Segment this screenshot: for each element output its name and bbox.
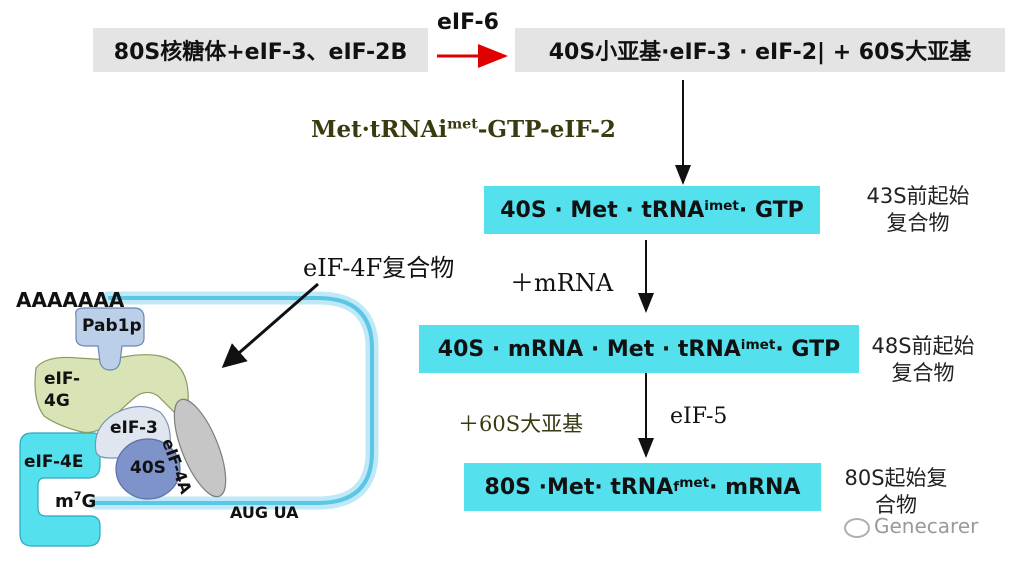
label-48s-line1: 48S前起始: [871, 334, 975, 358]
m7g-sup: 7: [73, 490, 82, 503]
ribosome-40s-label: 40S: [130, 458, 166, 478]
met-trna-gtp-eif2-label: Met·tRNAimet-GTP-eIF-2: [311, 116, 616, 143]
pab1p-label: Pab1p: [82, 316, 142, 336]
eif6-label: eIF-6: [437, 10, 499, 35]
complex-80s-main: 80S ·Met· tRNA: [484, 474, 674, 500]
m7g-cap-label: m7G: [55, 490, 96, 512]
complex-48s-sup: imet: [740, 337, 776, 353]
eif4g-line1: eIF-: [44, 369, 81, 389]
eif4g-shape: [34, 354, 189, 434]
subunits-text: 40S小亚基·eIF-3 · eIF-2| + 60S大亚基: [548, 40, 972, 65]
complex-43s-tail: · GTP: [738, 197, 804, 223]
eif4f-pointer-arrow: [221, 282, 319, 368]
complex-48s-main: 40S · mRNA · Met · tRNA: [437, 336, 741, 362]
label-80s: 80S起始复 合物: [826, 465, 966, 519]
complex-80s-sub: f: [673, 479, 680, 495]
watermark: Genecarer: [844, 514, 978, 538]
polya-tail-label: AAAAAAA: [16, 288, 125, 312]
complex-80s-sup: met: [679, 475, 710, 491]
eif4g-line2: 4G: [44, 391, 70, 411]
ribosome-80s-text: 80S核糖体+eIF-3、eIF-2B: [113, 40, 408, 65]
label-43s: 43S前起始 复合物: [848, 183, 988, 237]
label-48s-line2: 复合物: [891, 361, 955, 385]
label-80s-line2: 合物: [875, 493, 917, 517]
aug-ua-label: AUG UA: [230, 503, 299, 522]
ribosome-40s-shape: [115, 438, 181, 500]
complex-80s-tail: · mRNA: [709, 474, 801, 500]
m7g-main: m: [55, 491, 74, 512]
subunits-box: 40S小亚基·eIF-3 · eIF-2| + 60S大亚基: [515, 28, 1005, 72]
eif5-label: eIF-5: [670, 404, 728, 429]
eif4a-shape: [173, 398, 227, 498]
complex-43s-sup: imet: [704, 198, 739, 214]
label-80s-line1: 80S起始复: [844, 466, 948, 490]
mrna-loop: [95, 296, 374, 505]
label-43s-line2: 复合物: [886, 211, 950, 235]
eif4g-label: eIF- 4G: [44, 368, 80, 412]
ribosome-80s-box: 80S核糖体+eIF-3、eIF-2B: [93, 28, 428, 72]
eif4e-label: eIF-4E: [24, 452, 84, 472]
eif3-label: eIF-3: [110, 418, 158, 438]
complex-43s-main: 40S · Met · tRNA: [500, 197, 705, 223]
label-43s-line1: 43S前起始: [866, 184, 970, 208]
label-48s: 48S前起始 复合物: [853, 333, 993, 387]
met-trna-main: Met·tRNAi: [311, 116, 448, 143]
plus-mrna-label: ＋mRNA: [510, 269, 614, 297]
plus-60s-label: ＋60S大亚基: [458, 412, 584, 436]
m7g-tail: G: [81, 491, 97, 512]
met-trna-sup: met: [447, 116, 478, 133]
eif4f-complex-label: eIF-4F复合物: [303, 254, 455, 282]
complex-48s-tail: · GTP: [775, 336, 841, 362]
wechat-icon: [844, 517, 870, 538]
met-trna-tail: -GTP-eIF-2: [477, 116, 616, 143]
pab1p-shape: [75, 307, 145, 371]
watermark-text: Genecarer: [874, 514, 979, 538]
